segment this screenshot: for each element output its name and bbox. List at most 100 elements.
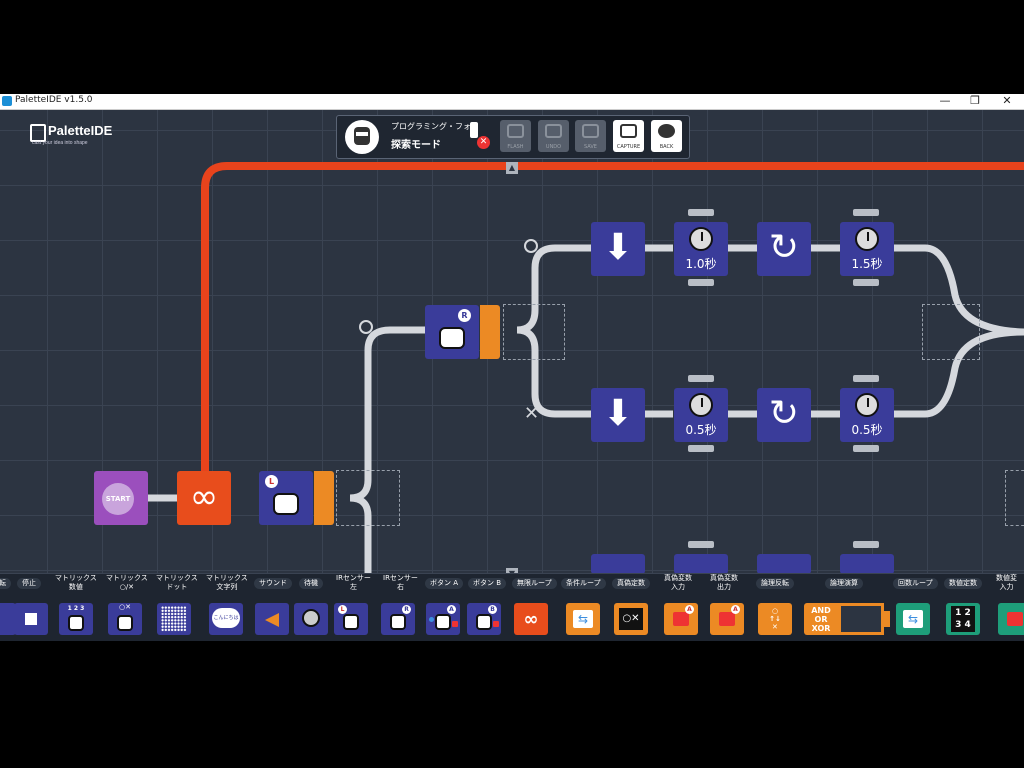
a-badge-icon: A xyxy=(731,605,740,614)
usb-plug-icon xyxy=(470,122,478,138)
drop-slot[interactable] xyxy=(503,304,565,360)
close-button[interactable]: ✕ xyxy=(1002,94,1012,107)
clock-icon xyxy=(302,609,320,627)
branch-connector-right[interactable] xyxy=(480,305,500,359)
wait-strap-bottom xyxy=(853,445,879,452)
palette-block-ir-right[interactable]: R xyxy=(381,603,415,635)
partial-block[interactable] xyxy=(591,554,645,573)
palette-block-button-b[interactable]: B xyxy=(467,603,501,635)
palette-label: IRセンサー 右 xyxy=(383,574,418,591)
wait-strap-top xyxy=(688,375,714,382)
logo-name: PaletteIDE xyxy=(48,123,113,138)
branch-connector-left[interactable] xyxy=(314,471,334,525)
number-icon: 1 2 3 4 xyxy=(951,606,975,632)
camera-icon xyxy=(620,124,637,138)
turn-icon: ↻ xyxy=(768,227,800,268)
palette-label: 論理演算 xyxy=(825,578,863,589)
program-canvas[interactable]: PaletteIDE cast your idea into shape プログ… xyxy=(0,110,1024,573)
partial-block[interactable] xyxy=(840,554,894,573)
collapse-toolbar-button[interactable]: ▲ xyxy=(506,162,518,174)
true-branch-mark xyxy=(524,239,538,253)
wait-block[interactable]: 0.5秒 xyxy=(674,388,728,442)
palette-block-bool-var-input[interactable]: A xyxy=(664,603,698,635)
palette-label: 停止 xyxy=(17,578,41,589)
palette-block-wait[interactable] xyxy=(294,603,328,635)
wait-block[interactable]: 0.5秒 xyxy=(840,388,894,442)
partial-block[interactable] xyxy=(757,554,811,573)
palette-block-bool-var-output[interactable]: A xyxy=(710,603,744,635)
mode-label: プログラミング・フォロ xyxy=(391,122,479,131)
drop-slot[interactable] xyxy=(1005,470,1024,526)
variable-box-icon xyxy=(719,612,735,626)
turn-block[interactable]: ↻ xyxy=(757,388,811,442)
palette-block-bool-constant[interactable]: ○✕ xyxy=(614,603,648,635)
back-icon xyxy=(658,124,675,138)
save-icon xyxy=(582,124,599,138)
palette-block-matrix-ox[interactable]: ○✕ xyxy=(108,603,142,635)
palette-label: 回数ループ xyxy=(893,578,938,589)
back-button[interactable]: BACK xyxy=(651,120,682,152)
palette-block-sound[interactable] xyxy=(255,603,289,635)
infinity-icon: ∞ xyxy=(189,477,219,517)
wait-block[interactable]: 1.0秒 xyxy=(674,222,728,276)
variable-box-icon xyxy=(1007,612,1023,626)
start-label: START xyxy=(102,483,134,515)
drop-slot[interactable] xyxy=(336,470,400,526)
wait-strap-top xyxy=(853,541,879,548)
palette-block-ir-left[interactable]: L xyxy=(334,603,368,635)
maximize-button[interactable]: ❐ xyxy=(970,94,980,107)
save-button[interactable]: SAVE xyxy=(575,120,606,152)
palette-block-stop[interactable] xyxy=(14,603,48,635)
robot-icon xyxy=(117,615,133,631)
save-label: SAVE xyxy=(584,144,597,150)
program-wires xyxy=(148,162,1024,573)
variable-box-icon xyxy=(673,612,689,626)
minimize-button[interactable]: — xyxy=(939,94,951,107)
robot-icon xyxy=(343,614,359,630)
palette-block-matrix-number[interactable]: 1 2 3 xyxy=(59,603,93,635)
app-icon xyxy=(2,96,12,106)
logic-not-icon: ○ ↑↓ ✕ xyxy=(769,607,781,631)
palette-block-number-var-input[interactable] xyxy=(998,603,1024,635)
red-tab-icon xyxy=(493,621,499,627)
move-forward-block[interactable]: ⬇ xyxy=(591,222,645,276)
drop-slot[interactable] xyxy=(922,304,980,360)
move-forward-block[interactable]: ⬇ xyxy=(591,388,645,442)
palette-block-infinite-loop[interactable]: ∞ xyxy=(514,603,548,635)
wait-duration: 1.5秒 xyxy=(851,257,883,271)
down-arrow-icon: ⬇ xyxy=(602,393,634,434)
start-block[interactable]: START xyxy=(94,471,148,525)
matrix-number-icon: 1 2 3 xyxy=(67,605,85,612)
infinite-loop-block[interactable]: ∞ xyxy=(177,471,231,525)
ir-sensor-left-block[interactable]: L xyxy=(259,471,313,525)
palette-block-matrix-dot[interactable] xyxy=(157,603,191,635)
ir-sensor-right-block[interactable]: R xyxy=(425,305,479,359)
palette-block-logic-not[interactable]: ○ ↑↓ ✕ xyxy=(758,603,792,635)
infinity-icon: ∞ xyxy=(523,608,539,630)
branch-wire-lower xyxy=(349,494,372,573)
palette-block-number-constant[interactable]: 1 2 3 4 xyxy=(946,603,980,635)
palette-block-logic-op[interactable]: AND OR XOR xyxy=(804,603,890,635)
usb-disconnected-icon: ✕ xyxy=(477,136,490,149)
flash-button[interactable]: FLASH xyxy=(500,120,531,152)
turn-icon: ↻ xyxy=(768,393,800,434)
palette-block-count-loop[interactable] xyxy=(896,603,930,635)
palette-block-conditional-loop[interactable] xyxy=(566,603,600,635)
palette-block-partial[interactable] xyxy=(0,603,16,635)
turn-block[interactable]: ↻ xyxy=(757,222,811,276)
palette-label: マトリックス ドット xyxy=(156,574,198,591)
capture-button[interactable]: CAPTURE xyxy=(613,120,644,152)
wait-strap-top xyxy=(688,541,714,548)
palette-block-button-a[interactable]: A xyxy=(426,603,460,635)
palette-label: 真偽定数 xyxy=(612,578,650,589)
logo-mark-icon xyxy=(30,124,46,142)
palette-label: マトリックス 数値 xyxy=(55,574,97,591)
wait-block[interactable]: 1.5秒 xyxy=(840,222,894,276)
robot-toolbar: プログラミング・フォロ 探索モード ✕ FLASH UNDO SAVE CAPT… xyxy=(336,115,690,159)
palette-block-matrix-string[interactable]: こんにちは xyxy=(209,603,243,635)
undo-button[interactable]: UNDO xyxy=(538,120,569,152)
partial-block[interactable] xyxy=(674,554,728,573)
true-branch-mark xyxy=(359,320,373,334)
b-badge-icon: B xyxy=(488,605,497,614)
expand-palette-button[interactable]: ▼ xyxy=(506,568,518,573)
